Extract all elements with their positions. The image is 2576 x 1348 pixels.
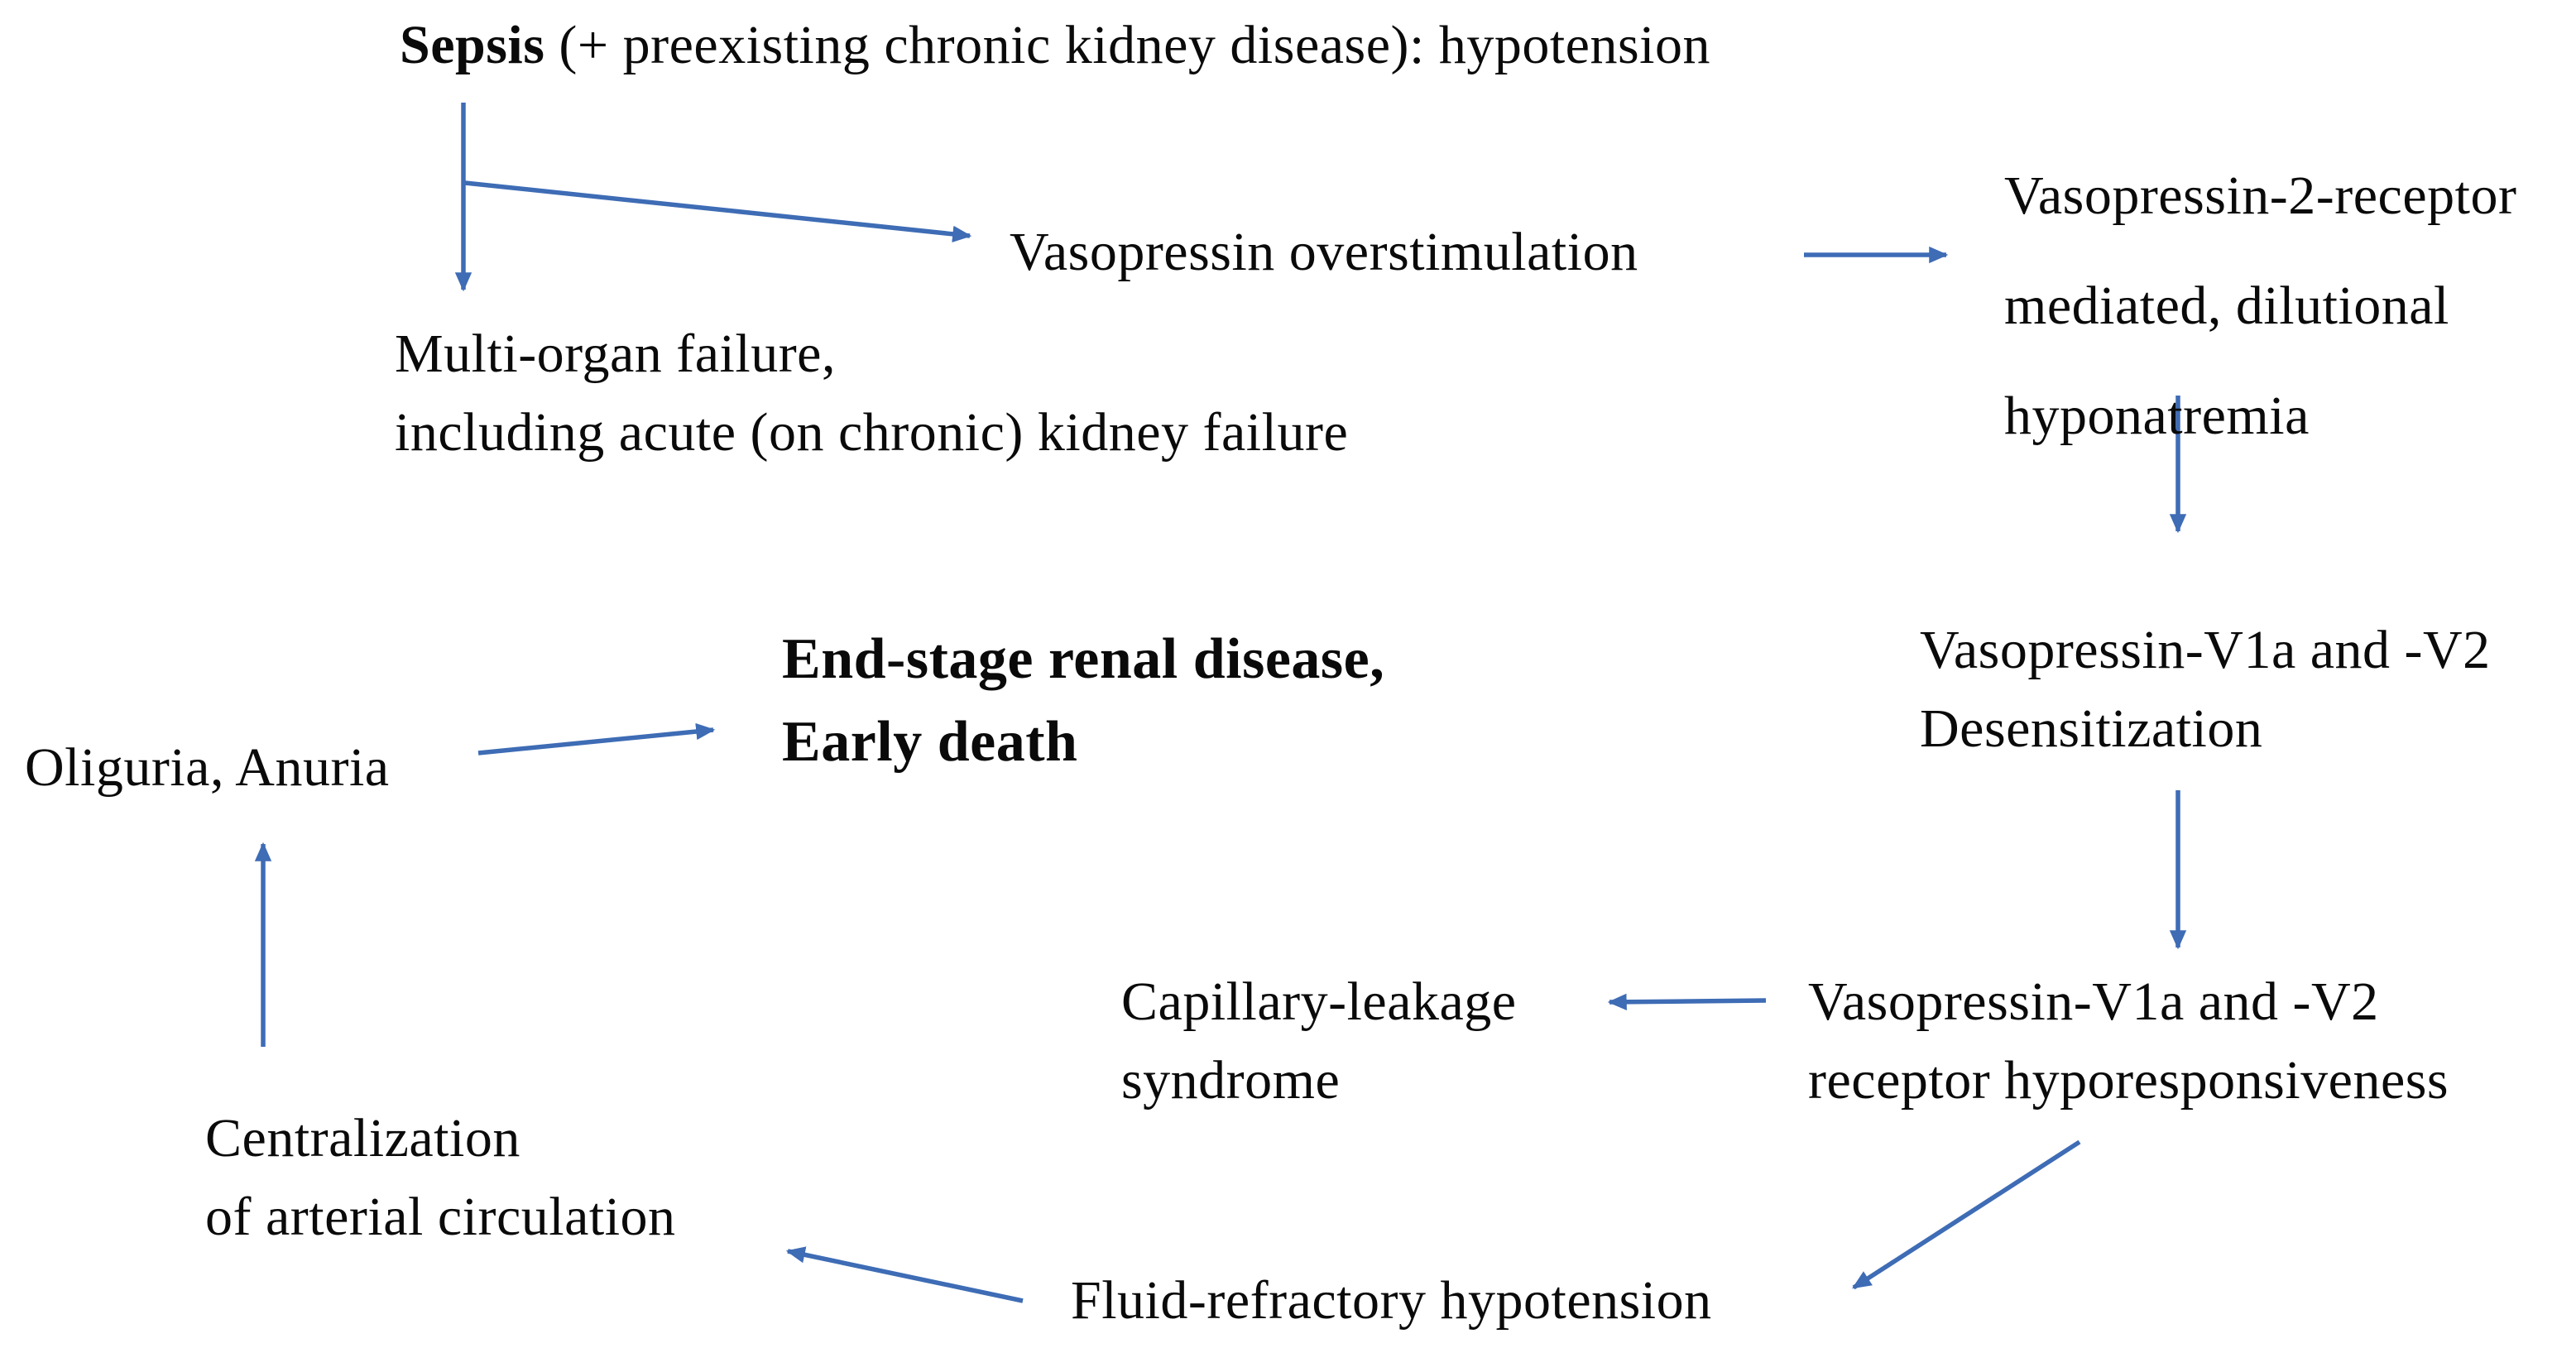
arrow-hyporesponsiveness-to-capillary <box>1607 993 1767 1010</box>
arrow-sepsis-to-overstimulation <box>464 180 972 242</box>
sepsis-title-rest: (+ preexisting chronic kidney disease): … <box>544 15 1710 75</box>
node-capillary-leakage-syndrome: Capillary-leakage syndrome <box>1121 962 1517 1120</box>
node-line: Desensitization <box>1920 698 2263 759</box>
node-end-stage-renal-disease: End-stage renal disease, Early death <box>782 618 1384 784</box>
node-line: Vasopressin-V1a and -V2 <box>1920 620 2491 680</box>
node-line: syndrome <box>1121 1050 1341 1111</box>
node-line: Multi-organ failure, <box>395 324 836 384</box>
arrow-oliguria-to-endstage <box>477 722 716 756</box>
node-line: mediated, dilutional <box>2004 276 2449 336</box>
arrow-fluid-to-centralization <box>785 1246 1024 1303</box>
node-v1a-v2-desensitization: Vasopressin-V1a and -V2 Desensitization <box>1920 611 2491 768</box>
node-fluid-refractory-hypotension: Fluid-refractory hypotension <box>1071 1255 1712 1346</box>
node-line: Vasopressin-2-receptor <box>2004 166 2517 226</box>
node-v2-receptor-hyponatremia: Vasopressin-2-receptor mediated, dilutio… <box>2004 141 2516 471</box>
sepsis-title-bold: Sepsis <box>400 15 545 75</box>
node-line: receptor hyporesponsiveness <box>1808 1050 2449 1111</box>
node-line: Capillary-leakage <box>1121 971 1517 1032</box>
node-centralization-arterial: Centralization of arterial circulation <box>205 1099 676 1256</box>
node-v1a-v2-hyporesponsiveness: Vasopressin-V1a and -V2 receptor hypores… <box>1808 962 2449 1120</box>
node-line: Vasopressin-V1a and -V2 <box>1808 971 2379 1032</box>
node-line: of arterial circulation <box>205 1187 676 1247</box>
node-line: hyponatremia <box>2004 386 2310 446</box>
arrow-hyporesponsiveness-to-fluid <box>1852 1139 2081 1290</box>
node-line: Centralization <box>205 1108 520 1168</box>
node-line: Early death <box>782 710 1078 774</box>
node-line: Oliguria, Anuria <box>25 737 390 798</box>
node-line: including acute (on chronic) kidney fail… <box>395 402 1349 463</box>
node-line: Fluid-refractory hypotension <box>1071 1270 1712 1331</box>
node-sepsis-title: Sepsis (+ preexisting chronic kidney dis… <box>400 0 1710 91</box>
node-oliguria-anuria: Oliguria, Anuria <box>25 722 390 813</box>
node-multi-organ-failure: Multi-organ failure, including acute (on… <box>395 314 1348 472</box>
node-line: Vasopressin overstimulation <box>1010 222 1638 282</box>
node-line: End-stage renal disease, <box>782 627 1385 691</box>
node-vasopressin-overstimulation: Vasopressin overstimulation <box>1010 207 1638 298</box>
